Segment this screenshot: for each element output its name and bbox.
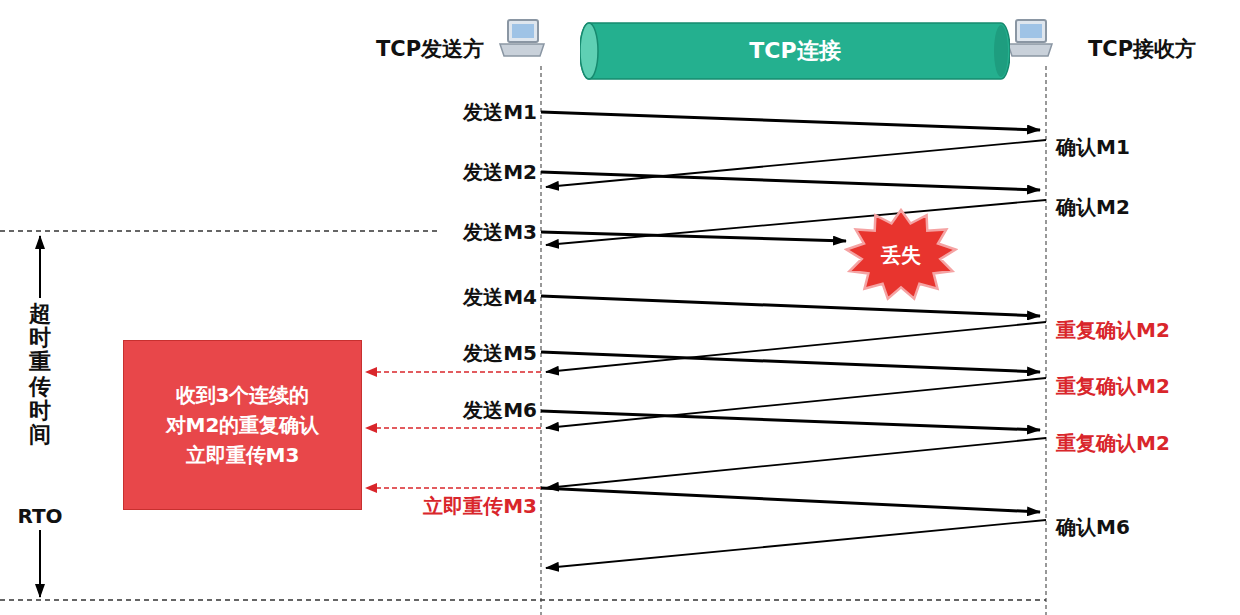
- pointer-arrow: [366, 427, 541, 429]
- segment-arrow: [541, 112, 1040, 130]
- send-label: 发送M1: [463, 100, 537, 124]
- ack-arrow: [546, 438, 1046, 488]
- receiver-timeline: [1045, 66, 1047, 615]
- send-label: 发送M3: [463, 220, 537, 244]
- note-box: 收到3个连续的 对M2的重复确认 立即重传M3: [123, 340, 362, 510]
- ack-label: 确认M1: [1056, 135, 1130, 159]
- rto-label: 超时重传时间: [29, 302, 51, 447]
- dup-ack-label: 重复确认M2: [1056, 318, 1170, 342]
- segment-arrow: [541, 296, 1040, 316]
- loss-burst: 丢失: [844, 208, 958, 302]
- rto-start-line: [0, 230, 438, 232]
- ack-label: 确认M6: [1056, 515, 1130, 539]
- laptop-icon: [1008, 20, 1052, 56]
- ack-arrow: [546, 378, 1046, 428]
- sender-timeline: [540, 66, 542, 615]
- ack-arrow: [546, 322, 1046, 372]
- node-text: 丢失: [881, 242, 921, 269]
- ack-label: 确认M2: [1056, 195, 1130, 219]
- endpoint-label: TCP接收方: [1088, 37, 1196, 62]
- connection-band: TCP连接: [580, 22, 1010, 80]
- segment-arrow: [541, 488, 1040, 512]
- ack-arrow: [546, 200, 1046, 245]
- laptop-icon: [500, 20, 544, 56]
- dup-ack-label: 重复确认M2: [1056, 374, 1170, 398]
- send-label: 发送M5: [463, 341, 537, 365]
- rto-arrow: [39, 236, 41, 298]
- rto-arrow: [39, 530, 41, 597]
- node-text: 收到3个连续的 对M2的重复确认 立即重传M3: [138, 380, 347, 470]
- send-label: 发送M6: [463, 398, 537, 422]
- segment-arrow: [541, 352, 1040, 372]
- send-label: 发送M2: [463, 160, 537, 184]
- pointer-arrow: [366, 371, 541, 373]
- pointer-arrow: [366, 487, 541, 489]
- rto-end-line: [0, 599, 1046, 601]
- node-text: TCP连接: [749, 36, 840, 66]
- ack-arrow: [546, 140, 1046, 187]
- ack-arrow: [546, 520, 1046, 568]
- dup-ack-label: 重复确认M2: [1056, 431, 1170, 455]
- send-label: 发送M4: [463, 285, 537, 309]
- endpoint-label: TCP发送方: [376, 37, 484, 62]
- segment-arrow: [541, 232, 846, 241]
- retransmit-label: 立即重传M3: [423, 494, 537, 518]
- rto-label: RTO: [17, 504, 62, 528]
